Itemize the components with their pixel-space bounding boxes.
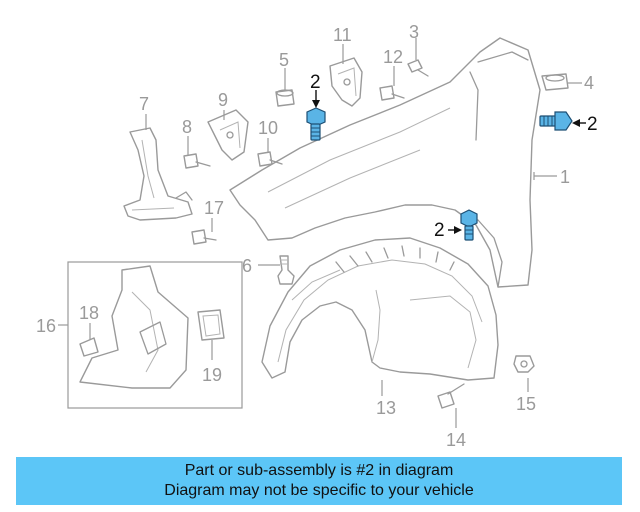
callout-13: 13 (376, 398, 396, 418)
banner-line-part: Part or sub-assembly is #2 in diagram (184, 462, 454, 479)
stud-6 (277, 255, 295, 285)
highlight-leaders (312, 90, 586, 234)
callout-5: 5 (279, 50, 289, 70)
callout-4: 4 (584, 73, 594, 93)
callout-8: 8 (182, 117, 192, 137)
callout-3: 3 (409, 22, 419, 42)
fender-bracket (123, 127, 193, 221)
inset-box-16 (67, 261, 243, 409)
fender-panel (229, 37, 541, 288)
bolt-14 (437, 383, 465, 409)
fender-liner (261, 237, 499, 381)
gray-leaders (58, 38, 582, 428)
bolt-2-top[interactable] (306, 107, 326, 141)
callout-10: 10 (258, 118, 278, 138)
bolt-10 (257, 151, 283, 167)
callout-11: 11 (333, 25, 352, 45)
parts-diagram: 2 2 2 1 3 4 5 6 7 8 9 10 11 12 13 14 15 … (36, 22, 598, 450)
bolt-2-mid[interactable] (460, 209, 478, 241)
callout-17: 17 (204, 198, 224, 218)
bolt-12 (379, 85, 405, 101)
callout-6: 6 (242, 256, 252, 276)
callout-2-top: 2 (310, 72, 321, 93)
callout-18: 18 (79, 303, 99, 323)
banner-line-disclaimer: Diagram may not be specific to your vehi… (164, 482, 474, 499)
callout-16: 16 (36, 316, 56, 336)
bolt-2-right[interactable] (539, 111, 573, 131)
nut-4 (541, 73, 569, 91)
callout-12: 12 (383, 47, 403, 67)
callout-1: 1 (560, 167, 570, 187)
bracket-11 (329, 57, 363, 107)
callout-2-mid: 2 (434, 220, 445, 241)
callout-14: 14 (446, 430, 466, 450)
bracket-9 (207, 109, 249, 161)
callout-2-right: 2 (587, 114, 598, 135)
callout-9: 9 (218, 90, 228, 110)
callout-19: 19 (202, 365, 222, 385)
callout-7: 7 (139, 94, 149, 114)
callout-15: 15 (516, 394, 536, 414)
bolt-17 (191, 229, 217, 245)
info-banner: Part or sub-assembly is #2 in diagram Di… (16, 457, 622, 505)
bolt-8 (183, 153, 211, 169)
nut-15 (513, 355, 535, 373)
nut-5 (275, 89, 295, 107)
screw-3 (407, 59, 429, 77)
